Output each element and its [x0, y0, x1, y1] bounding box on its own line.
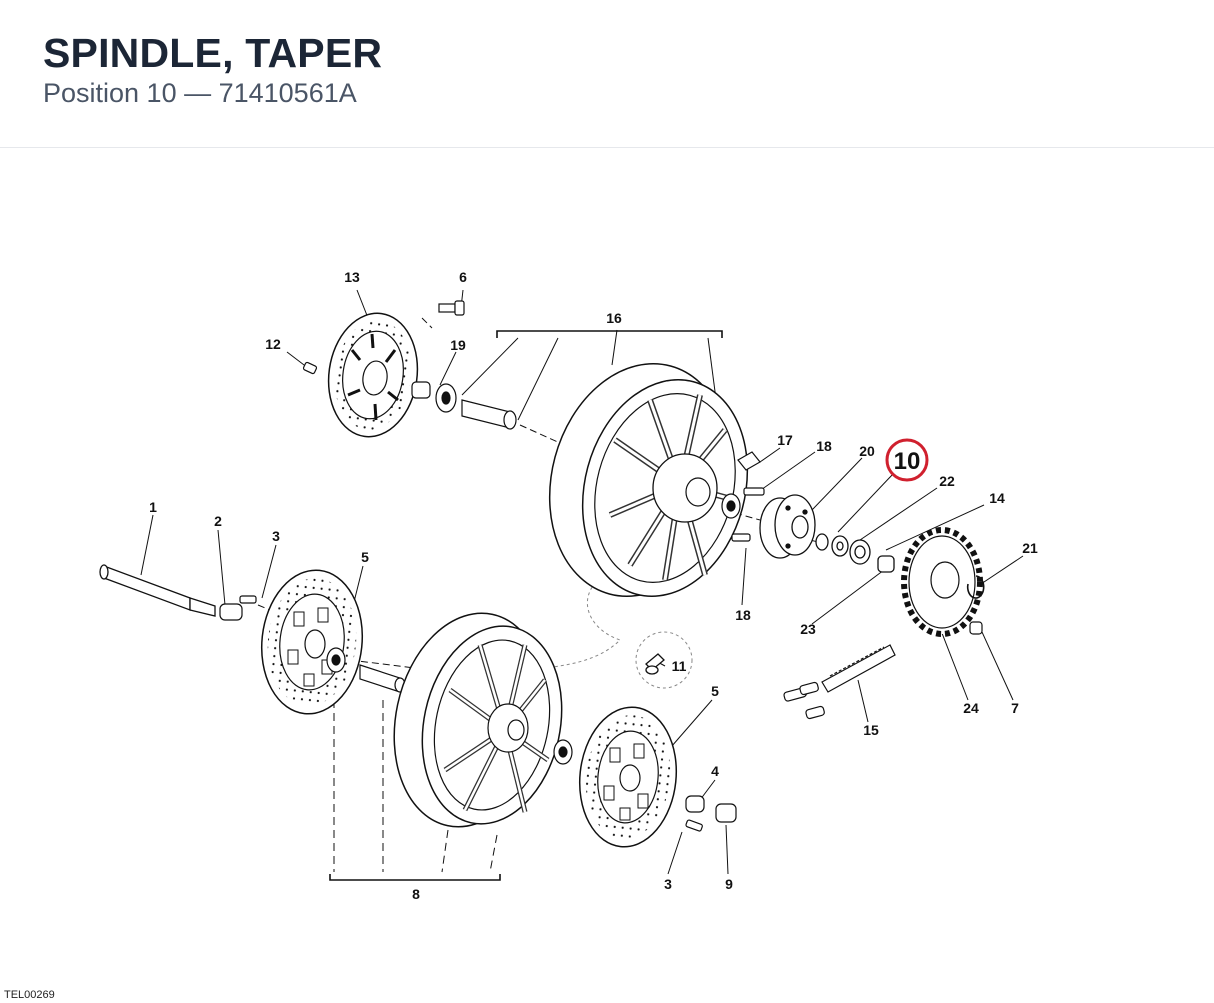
- callout-8: 8: [412, 886, 420, 902]
- highlighted-callout-10[interactable]: 10: [885, 438, 929, 482]
- spacer-2: [219, 603, 243, 621]
- callout-15: 15: [863, 722, 879, 738]
- callout-labels: 1 2 3 3 4 5 5 6 7 8 9 11 12 13 14 15 16 …: [149, 269, 1038, 902]
- callout-3b: 3: [664, 876, 672, 892]
- sprocket: [901, 527, 983, 637]
- leader-lines: [140, 289, 1024, 875]
- callout-24: 24: [963, 700, 979, 716]
- bearing-22: [831, 535, 849, 557]
- ring-14: [849, 539, 871, 565]
- rear-hub-bearing: [721, 493, 741, 519]
- spacer-4: [685, 795, 705, 813]
- studs-18: [731, 487, 765, 542]
- drawing-code: TEL00269: [4, 989, 55, 1001]
- page-header: SPINDLE, TAPER Position 10 — 71410561A: [0, 0, 1214, 148]
- page-title: SPINDLE, TAPER: [43, 30, 383, 76]
- rear-spacer-set: [411, 381, 517, 430]
- callout-18b: 18: [735, 607, 751, 623]
- bolt-3-lower: [685, 819, 703, 832]
- diagram-canvas: 1 2 3 3 4 5 5 6 7 8 9 11 12 13 14 15 16 …: [99, 269, 1038, 902]
- callout-23: 23: [800, 621, 816, 637]
- callout-1: 1: [149, 499, 157, 515]
- group-brackets: [329, 330, 723, 881]
- callout-10: 10: [894, 448, 921, 475]
- highlight-ring: [885, 438, 929, 482]
- callout-19: 19: [450, 337, 466, 353]
- bolt-3-upper: [239, 595, 257, 604]
- callout-3a: 3: [272, 528, 280, 544]
- callout-17: 17: [777, 432, 793, 448]
- front-brake-disc-left: [260, 569, 364, 715]
- callout-20: 20: [859, 443, 875, 459]
- callout-22: 22: [939, 473, 955, 489]
- circlip-21: [966, 575, 985, 599]
- nut-9: [715, 803, 737, 823]
- front-brake-disc-right: [578, 706, 678, 848]
- callout-2: 2: [214, 513, 222, 529]
- callout-5a: 5: [361, 549, 369, 565]
- exploded-parts-diagram: 1 2 3 3 4 5 5 6 7 8 9 11 12 13 14 15 16 …: [0, 148, 1214, 1003]
- callout-6: 6: [459, 269, 467, 285]
- callout-12: 12: [265, 336, 281, 352]
- front-bearing-right: [553, 739, 573, 765]
- page-subtitle: Position 10 — 71410561A: [43, 78, 357, 108]
- sprocket-flange: [759, 494, 816, 559]
- callout-4: 4: [711, 763, 719, 779]
- rear-brake-disc: [327, 312, 419, 438]
- rear-wheel: [548, 363, 749, 598]
- plate-17: [737, 451, 761, 471]
- spindle-taper-10: [815, 533, 829, 551]
- callout-9: 9: [725, 876, 733, 892]
- bolt-6: [438, 300, 465, 316]
- front-wheel: [393, 612, 563, 828]
- valve-connector: [544, 577, 693, 689]
- callout-13: 13: [344, 269, 360, 285]
- callout-18a: 18: [816, 438, 832, 454]
- callout-5b: 5: [711, 683, 719, 699]
- callout-21: 21: [1022, 540, 1038, 556]
- spacer-23: [877, 555, 895, 573]
- callout-14: 14: [989, 490, 1005, 506]
- nut-7: [969, 621, 983, 635]
- drive-chain: [783, 644, 896, 720]
- callout-11: 11: [672, 658, 687, 674]
- bracket-dropdowns: [333, 700, 498, 873]
- bolt-12: [302, 361, 318, 375]
- callout-7: 7: [1011, 700, 1019, 716]
- front-spindle: [99, 564, 216, 617]
- tyre-valve-11: [645, 653, 665, 675]
- callout-16: 16: [606, 310, 622, 326]
